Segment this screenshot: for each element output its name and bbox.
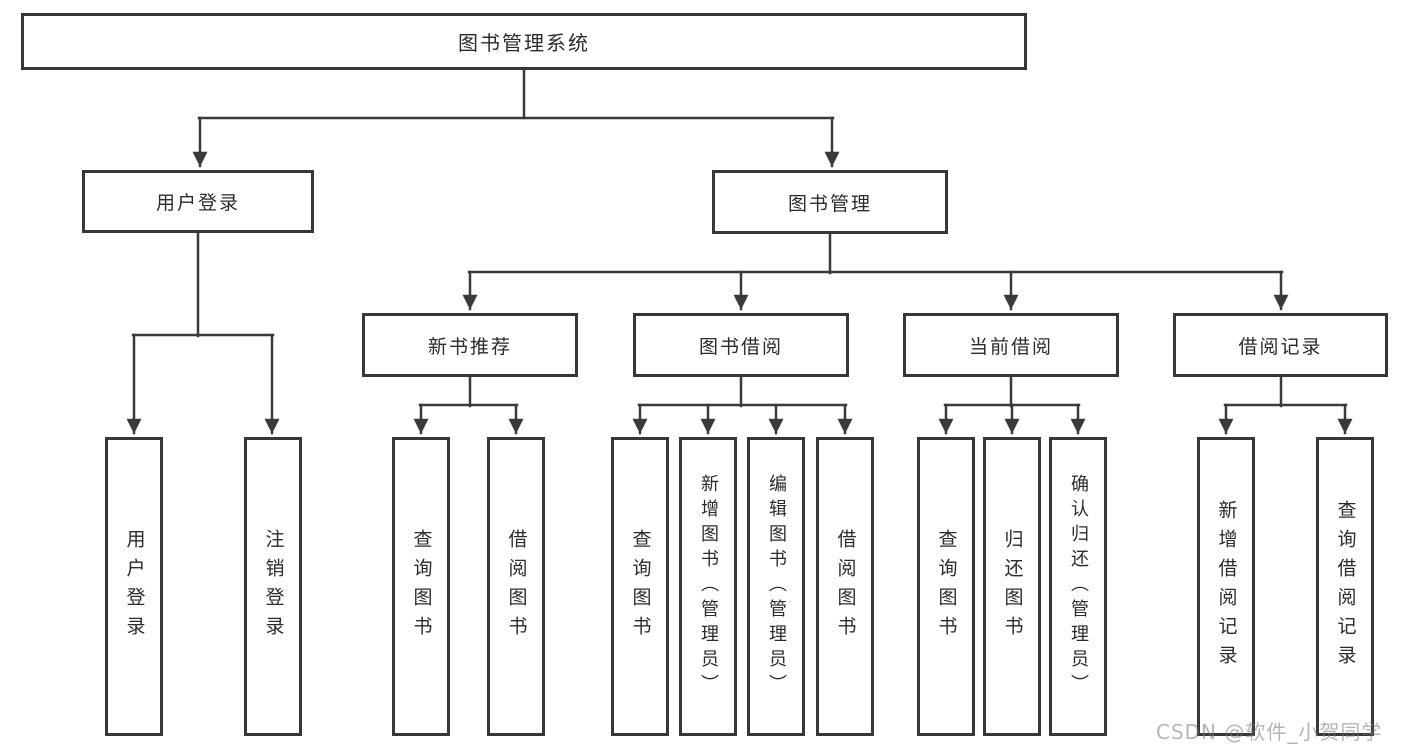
- node-leaf-add-borrow-record: 新增借阅记录: [1197, 437, 1255, 736]
- node-leaf-confirm-return-admin: 确认归还（管理员）: [1049, 437, 1107, 736]
- node-book-management: 图书管理: [712, 170, 948, 234]
- node-label: 新增图书（管理员）: [698, 474, 719, 699]
- node-label: 图书借阅: [698, 335, 783, 358]
- node-label: 借阅记录: [1238, 335, 1323, 358]
- node-current-borrow: 当前借阅: [903, 313, 1119, 377]
- node-leaf-logout: 注销登录: [244, 437, 302, 736]
- node-user-login: 用户登录: [82, 170, 314, 233]
- node-leaf-edit-book-admin: 编辑图书（管理员）: [747, 437, 805, 736]
- node-leaf-query-books-recommend: 查询图书: [392, 437, 450, 736]
- node-label: 新增借阅记录: [1215, 499, 1238, 674]
- node-label: 查询图书: [629, 528, 652, 645]
- node-leaf-query-books-current: 查询图书: [917, 437, 975, 736]
- watermark-text: CSDN @软件_小贺同学: [1156, 720, 1383, 744]
- node-leaf-borrow-books-recommend: 借阅图书: [487, 437, 545, 736]
- node-label: 查询图书: [935, 528, 958, 645]
- node-label: 用户登录: [123, 528, 146, 645]
- node-label: 新书推荐: [427, 335, 512, 358]
- node-label: 用户登录: [155, 192, 240, 214]
- node-label: 编辑图书（管理员）: [766, 474, 787, 699]
- node-label: 借阅图书: [505, 528, 528, 645]
- node-leaf-return-book: 归还图书: [983, 437, 1041, 736]
- node-label: 查询图书: [410, 528, 433, 645]
- node-label: 借阅图书: [834, 528, 857, 645]
- node-label: 查询借阅记录: [1334, 499, 1357, 674]
- node-leaf-query-borrow-record: 查询借阅记录: [1316, 437, 1374, 736]
- node-book-borrow: 图书借阅: [633, 313, 849, 377]
- node-leaf-add-book-admin: 新增图书（管理员）: [679, 437, 737, 736]
- node-label: 归还图书: [1001, 528, 1024, 645]
- node-leaf-borrow-books: 借阅图书: [816, 437, 874, 736]
- node-leaf-query-books-borrow: 查询图书: [611, 437, 669, 736]
- node-label: 确认归还（管理员）: [1068, 474, 1089, 699]
- node-label: 图书管理: [787, 192, 872, 215]
- node-label: 当前借阅: [968, 335, 1053, 358]
- node-label: 注销登录: [262, 528, 285, 645]
- node-leaf-user-login: 用户登录: [105, 437, 163, 736]
- node-label: 图书管理系统: [458, 31, 590, 55]
- node-new-book-recommend: 新书推荐: [362, 313, 578, 377]
- node-borrow-records: 借阅记录: [1173, 313, 1388, 377]
- node-library-system: 图书管理系统: [21, 13, 1027, 70]
